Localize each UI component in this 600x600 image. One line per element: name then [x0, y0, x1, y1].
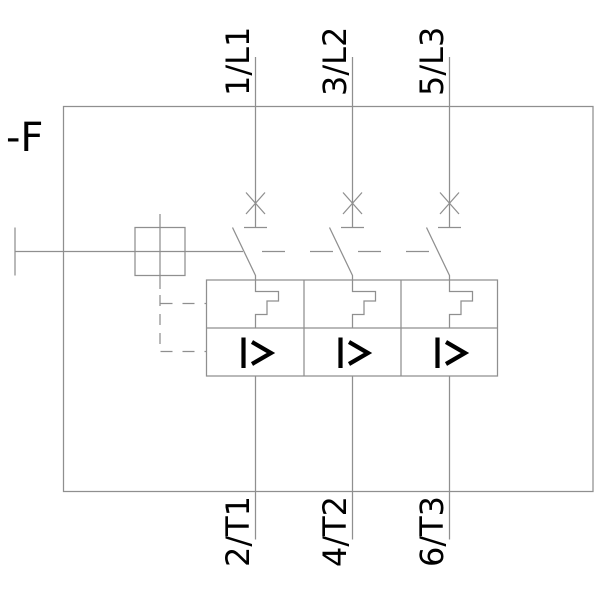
magnetic-release-symbol: [338, 337, 373, 368]
overcurrent-greater-chevron: [347, 340, 373, 366]
pole-l1: [231, 57, 280, 540]
magnetic-release-symbol: [241, 337, 276, 368]
device-designation-label: -F: [6, 115, 44, 161]
magnetic-release-symbol: [435, 337, 470, 368]
thermal-release-symbol: [351, 280, 377, 328]
contact-blade: [231, 227, 257, 280]
contact-blade: [425, 227, 451, 280]
terminal-label-1l1: 1/L1: [218, 26, 257, 96]
terminal-label-5l3: 5/L3: [412, 26, 451, 96]
terminal-label-6t3: 6/T3: [412, 495, 451, 567]
pole-l2: [328, 57, 377, 540]
terminal-label-3l2: 3/L2: [315, 26, 354, 96]
contact-blade: [328, 227, 354, 280]
thermal-release-symbol: [254, 280, 280, 328]
overcurrent-greater-chevron: [250, 340, 276, 366]
breaker-function-cross-icon: [245, 192, 266, 215]
thermal-release-symbol: [448, 280, 474, 328]
overcurrent-greater-chevron: [444, 340, 470, 366]
terminal-label-4t2: 4/T2: [315, 495, 354, 567]
breaker-function-cross-icon: [439, 192, 460, 215]
enclosure-border: [62, 105, 594, 493]
terminal-label-2t1: 2/T1: [218, 495, 257, 567]
breaker-function-cross-icon: [342, 192, 363, 215]
pole-l3: [425, 57, 474, 540]
